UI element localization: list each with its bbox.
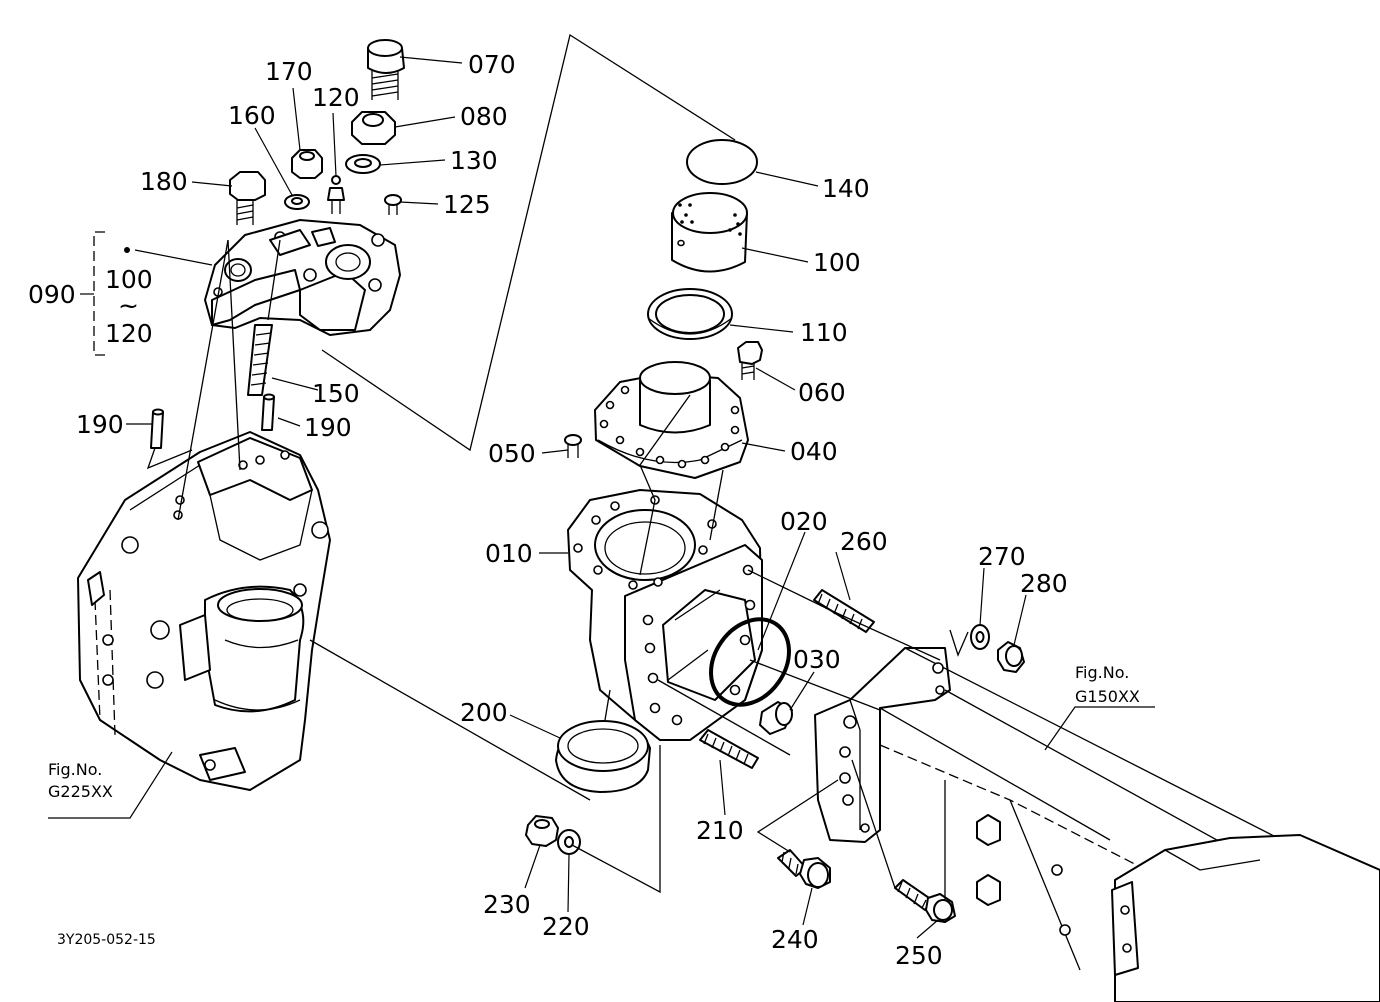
bushing-100: [671, 192, 748, 273]
callout-110: 110: [800, 318, 848, 347]
callout-230: 230: [483, 890, 531, 919]
callout-270: 270: [978, 542, 1026, 571]
kit-bracket: [80, 231, 105, 356]
screw-050: [564, 434, 582, 458]
callout-100: 100: [813, 248, 861, 277]
fig-ref-left-line2: G225XX: [48, 782, 113, 801]
bolt-250: [894, 879, 956, 923]
nut-280: [997, 641, 1025, 673]
bolt-180: [229, 171, 266, 225]
stud-150: [247, 324, 273, 396]
fig-ref-right-line2: G150XX: [1075, 687, 1140, 706]
callout-160: 160: [228, 101, 276, 130]
callout-220: 220: [542, 912, 590, 941]
washer-270: [970, 624, 990, 650]
callout-240: 240: [771, 925, 819, 954]
cap-140: [686, 139, 758, 185]
callout-190-left: 190: [76, 410, 124, 439]
callout-020: 020: [780, 507, 828, 536]
callout-080: 080: [460, 102, 508, 131]
seal-200: [555, 720, 651, 793]
nut-230: [525, 815, 559, 847]
callout-010: 010: [485, 539, 533, 568]
callout-210: 210: [696, 816, 744, 845]
callout-260: 260: [840, 527, 888, 556]
callout-060: 060: [798, 378, 846, 407]
drawing-code: 3Y205-052-15: [57, 932, 156, 948]
fig-ref-left-line1: Fig.No.: [48, 760, 102, 779]
callout-125: 125: [443, 190, 491, 219]
callout-100-kit: 100: [105, 265, 153, 294]
stud-210: [699, 729, 759, 769]
washer-220: [557, 829, 581, 855]
assembly-lines: [146, 33, 969, 894]
callout-070: 070: [468, 50, 516, 79]
callout-250: 250: [895, 941, 943, 970]
washer-160: [284, 194, 310, 210]
figure-reference-right: Fig.No. G150XX: [1075, 663, 1140, 706]
callout-200: 200: [460, 698, 508, 727]
bolt-070: [367, 39, 405, 100]
axle-housing: [814, 647, 1380, 1002]
fig-ref-right-line1: Fig.No.: [1075, 663, 1129, 682]
fitting-120: [327, 175, 345, 214]
flange-040: [594, 361, 749, 479]
callout-150: 150: [312, 379, 360, 408]
callout-170: 170: [265, 57, 313, 86]
callout-090: 090: [28, 280, 76, 309]
nut-080: [351, 111, 396, 145]
bolt-240: [777, 849, 831, 889]
callout-180: 180: [140, 167, 188, 196]
bushing-030: [759, 701, 793, 735]
callout-120-fitting: 120: [312, 83, 360, 112]
callout-050: 050: [488, 439, 536, 468]
pin-190-b: [261, 393, 275, 431]
callout-labels: 070 080 130 125 170 120 160 180 090 100 …: [28, 50, 1068, 970]
nut-170: [291, 149, 323, 179]
callout-280: 280: [1020, 569, 1068, 598]
washer-130: [345, 154, 381, 174]
screw-125: [384, 194, 402, 215]
figure-reference-left: Fig.No. G225XX: [48, 760, 113, 801]
left-housing: [77, 431, 331, 791]
callout-190-right: 190: [304, 413, 352, 442]
oring-020: [709, 617, 791, 707]
callout-040: 040: [790, 437, 838, 466]
pin-190-a: [150, 408, 164, 449]
bolt-060: [737, 341, 763, 380]
callout-140: 140: [822, 174, 870, 203]
stud-260: [813, 589, 875, 633]
callout-030: 030: [793, 645, 841, 674]
seal-110: [647, 288, 733, 340]
callout-120-kit: 120: [105, 319, 153, 348]
callout-130: 130: [450, 146, 498, 175]
callout-tilde: ~: [118, 291, 139, 320]
knuckle-010: [567, 489, 763, 741]
leader-lines: [48, 56, 1155, 939]
cover-plate-assembly: [204, 219, 401, 336]
